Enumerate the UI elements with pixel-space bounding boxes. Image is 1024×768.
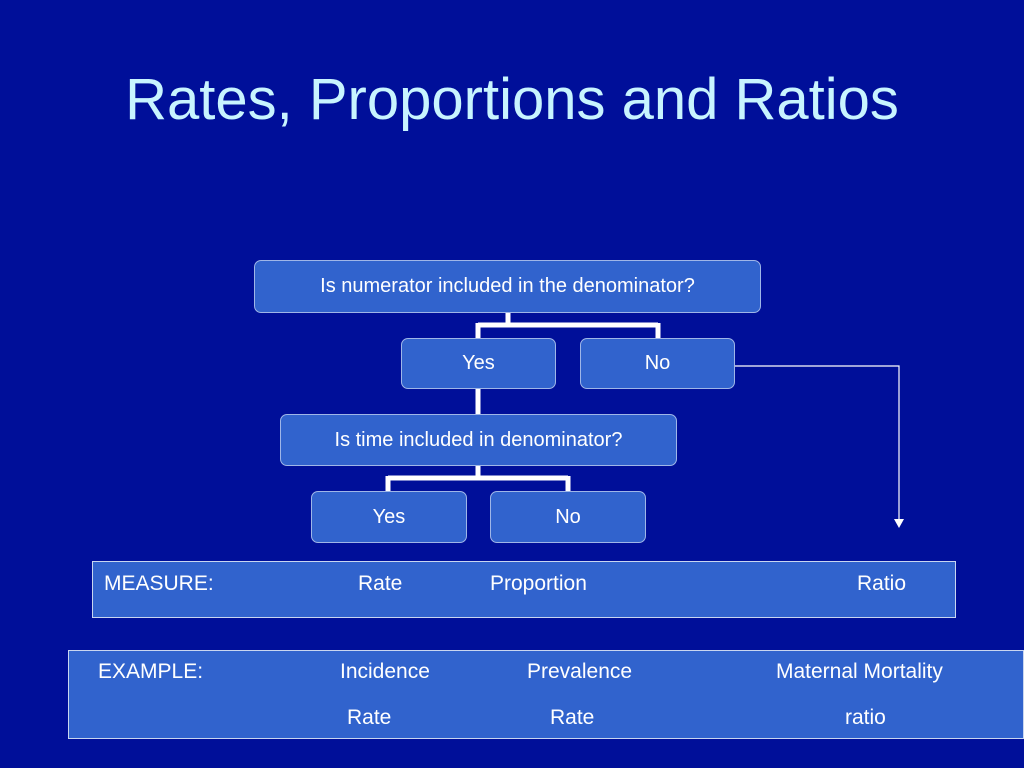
answer-no-box-2: No — [490, 491, 646, 543]
answer-yes-box-2: Yes — [311, 491, 467, 543]
example-prevalence-rate: Rate — [550, 706, 595, 729]
measure-ratio: Ratio — [857, 572, 907, 595]
connector-q1-to-answers — [475, 313, 661, 338]
measure-rate: Rate — [358, 572, 403, 595]
answer-no-text-2: No — [555, 505, 581, 528]
connector-q2-to-answers — [385, 466, 571, 491]
answer-yes-text-2: Yes — [372, 505, 406, 528]
example-maternal-mortality-ratio: ratio — [845, 706, 886, 729]
answer-yes-text-1: Yes — [462, 352, 495, 374]
question-numerator-box: Is numerator included in the denominator… — [254, 260, 761, 313]
example-label: EXAMPLE: — [98, 660, 204, 683]
answer-yes-box-1: Yes — [401, 338, 556, 389]
example-maternal-mortality: Maternal Mortality — [776, 660, 943, 683]
example-incidence: Incidence — [340, 660, 430, 683]
measure-proportion: Proportion — [490, 572, 587, 595]
example-prevalence: Prevalence — [527, 660, 633, 683]
measure-label: MEASURE: — [104, 572, 214, 595]
question-numerator-text: Is numerator included in the denominator… — [320, 275, 695, 297]
answer-no-text-1: No — [644, 352, 671, 374]
measure-row: MEASURE: Rate Proportion Ratio — [92, 561, 956, 618]
answer-no-box-1: No — [580, 338, 735, 389]
arrowhead-icon — [894, 519, 904, 528]
question-time-text: Is time included in denominator? — [334, 428, 623, 451]
question-time-box: Is time included in denominator? — [280, 414, 677, 466]
slide-title: Rates, Proportions and Ratios — [125, 67, 899, 132]
example-incidence-rate: Rate — [347, 706, 392, 729]
example-row: EXAMPLE: Incidence Rate Prevalence Rate … — [68, 650, 1024, 739]
connector-no-to-ratio — [735, 365, 900, 520]
